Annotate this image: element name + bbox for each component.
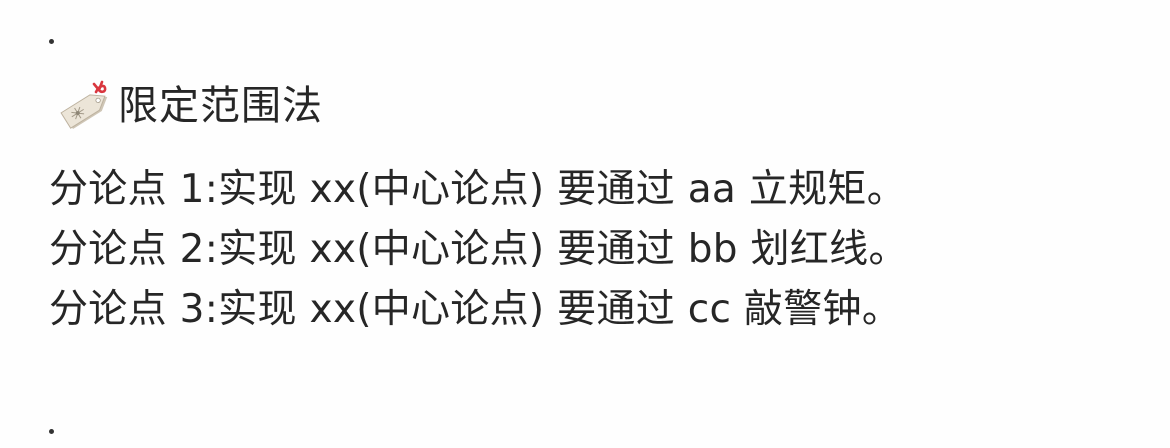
heading-title: 限定范围法 bbox=[118, 83, 323, 129]
list-item: 分论点 2:实现 xx(中心论点) 要通过 bb 划红线。 bbox=[49, 227, 908, 272]
bullet-dot-bottom bbox=[49, 429, 54, 434]
bullet-dot-top bbox=[49, 39, 54, 44]
points-list: 分论点 1:实现 xx(中心论点) 要通过 aa 立规矩。 分论点 2:实现 x… bbox=[49, 160, 908, 340]
label-tag-icon bbox=[60, 80, 108, 130]
list-item: 分论点 3:实现 xx(中心论点) 要通过 cc 敲警钟。 bbox=[49, 287, 902, 332]
section-heading: 限定范围法 bbox=[52, 78, 323, 134]
list-item: 分论点 1:实现 xx(中心论点) 要通过 aa 立规矩。 bbox=[49, 167, 907, 212]
